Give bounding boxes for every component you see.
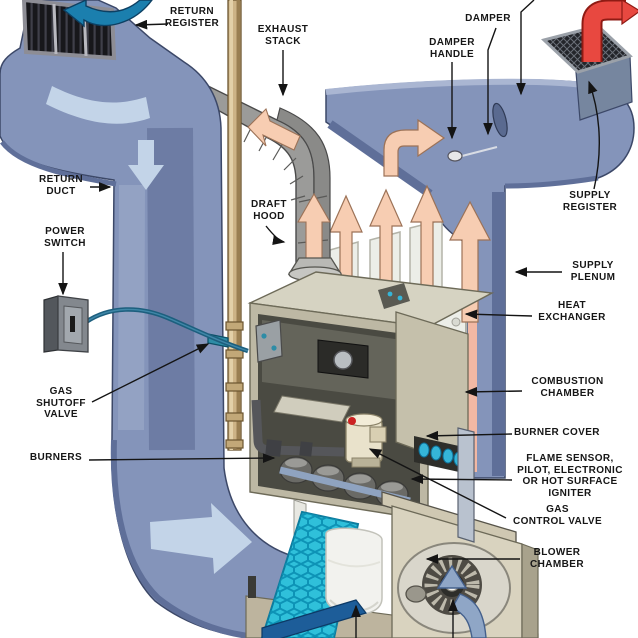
supply-register-out-arrow xyxy=(581,0,638,62)
label-burners: BURNERS xyxy=(29,452,83,463)
label-damper: DAMPER xyxy=(465,13,511,24)
label-exhaust-stack: EXHAUST STACK xyxy=(257,24,309,47)
damper-handle-knob xyxy=(447,150,463,162)
label-combustion-chamber: COMBUSTION CHAMBER xyxy=(531,376,604,399)
supply-duct xyxy=(325,78,635,479)
label-supply-register: SUPPLY REGISTER xyxy=(562,190,618,213)
power-switch-box xyxy=(43,295,249,354)
furnace-cabinet xyxy=(247,271,495,521)
return-air-inlet-arrow xyxy=(62,0,153,28)
plenum-hot-strip xyxy=(468,272,477,472)
label-draft-hood: DRAFT HOOD xyxy=(251,199,287,222)
label-gas-control-valve: GAS CONTROL VALVE xyxy=(512,504,603,527)
damper-disc xyxy=(461,102,508,157)
leader-lines xyxy=(58,0,600,638)
lower-compartment xyxy=(245,427,539,638)
label-heat-exchanger: HEAT EXCHANGER xyxy=(538,300,606,323)
heat-exchanger-up-arrows xyxy=(329,118,491,323)
label-flame-sensor: FLAME SENSOR, PILOT, ELECTRONIC OR HOT S… xyxy=(517,453,623,499)
label-return-duct: RETURN DUCT xyxy=(38,174,84,197)
gas-supply-pipe xyxy=(207,0,244,451)
label-burner-cover: BURNER COVER xyxy=(514,427,600,438)
label-power-switch: POWER SWITCH xyxy=(44,226,86,249)
label-supply-plenum: SUPPLY PLENUM xyxy=(570,260,616,283)
label-return-register: RETURN REGISTER xyxy=(164,6,220,29)
label-damper-handle: DAMPER HANDLE xyxy=(429,37,475,60)
label-gas-shutoff-valve: GAS SHUTOFF VALVE xyxy=(36,386,86,420)
label-blower-chamber: BLOWER CHAMBER xyxy=(530,547,584,570)
supply-register-grille xyxy=(540,24,633,121)
blower-intake-arrow xyxy=(436,564,487,638)
condensate-pipe xyxy=(261,599,368,638)
return-duct xyxy=(0,0,301,638)
